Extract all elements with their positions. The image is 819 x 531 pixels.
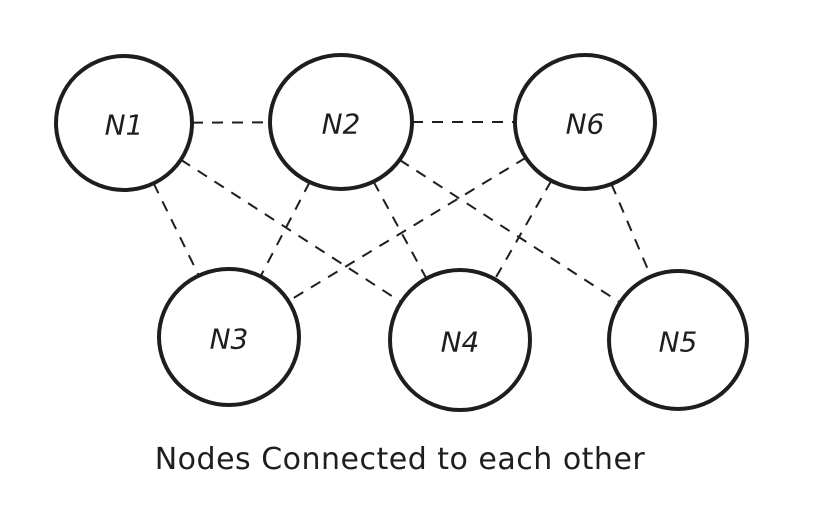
node-circle: [157, 267, 301, 407]
node-n2: N2: [268, 53, 414, 191]
node-label: N2: [322, 108, 361, 141]
node-n1: N1: [54, 54, 194, 192]
node-circle: [607, 269, 749, 411]
node-label: N5: [659, 326, 698, 359]
edge-n1-n4: [180, 158, 402, 303]
edge-n6-n4: [493, 180, 553, 280]
node-label: N3: [210, 323, 249, 356]
node-n4: N4: [388, 268, 532, 412]
edge-n2-n4: [372, 181, 428, 280]
node-circle: [388, 268, 532, 412]
node-circle: [54, 54, 194, 192]
node-circle: [268, 53, 414, 191]
edge-n1-n3: [152, 182, 200, 277]
edge-n2-n5: [399, 159, 621, 304]
edge-n6-n5: [610, 183, 652, 277]
edge-n6-n3: [287, 156, 527, 302]
node-n6: N6: [513, 53, 657, 191]
diagram-caption: Nodes Connected to each other: [154, 442, 646, 477]
edge-n2-n3: [259, 181, 311, 277]
node-label: N1: [105, 109, 144, 142]
node-label: N6: [566, 108, 605, 141]
node-n3: N3: [157, 267, 301, 407]
node-label: N4: [441, 326, 480, 359]
edges-layer: [152, 121, 652, 304]
node-circle: [513, 53, 657, 191]
node-n5: N5: [607, 269, 749, 411]
